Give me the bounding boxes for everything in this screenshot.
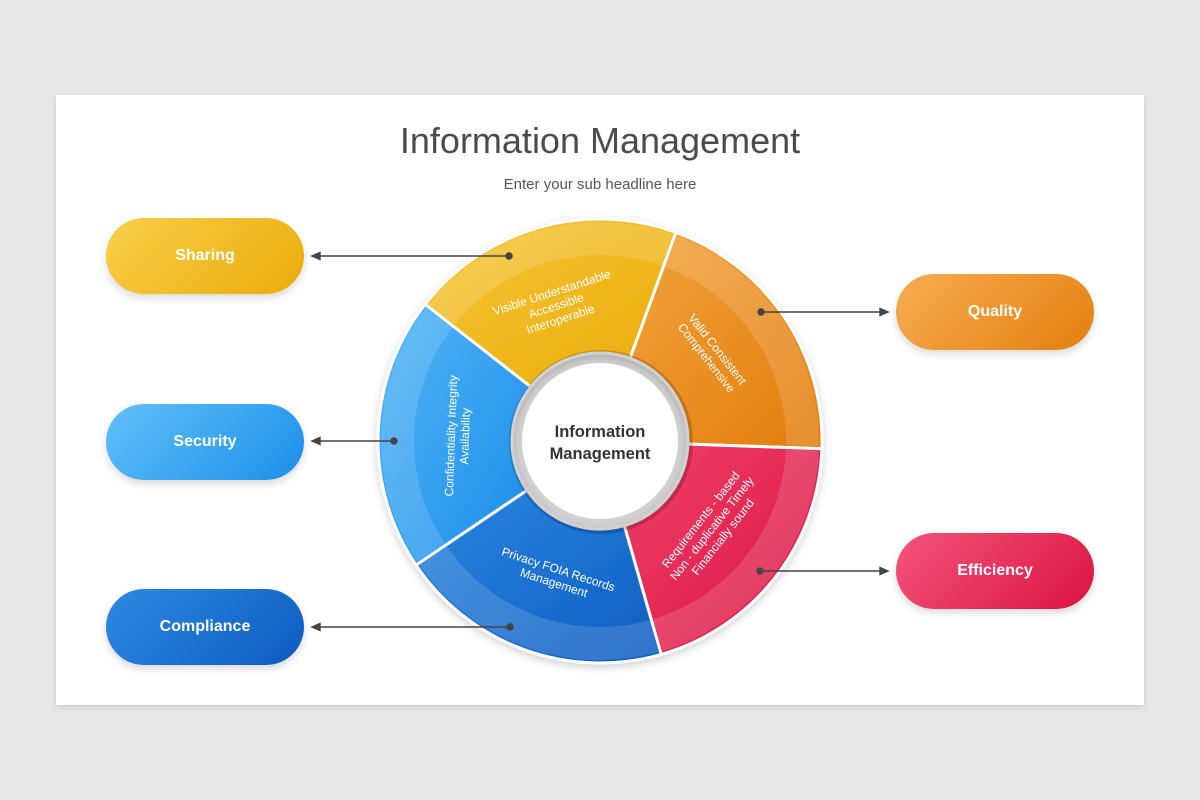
connector-sharing-arrow (310, 251, 321, 261)
sharing-pill[interactable]: Sharing (106, 218, 304, 294)
page-subtitle: Enter your sub headline here (503, 176, 697, 193)
center-circle (522, 363, 678, 519)
connector-quality-arrow (879, 307, 890, 317)
connector-efficiency-dot (756, 567, 764, 575)
segment-red-outer-band (653, 449, 819, 651)
connector-sharing-dot (505, 252, 513, 260)
connector-compliance-arrow (310, 622, 321, 632)
segment-light-blue-line-1: Confidentiality Integrity (442, 375, 460, 497)
segment-orange-outer-band (665, 236, 819, 447)
segment-light-blue-line-2: Availability (457, 408, 473, 465)
connector-quality-dot (757, 308, 765, 316)
connector-compliance-dot (506, 623, 514, 631)
quality-label: Quality (967, 303, 1023, 320)
connector-security-arrow (310, 436, 321, 446)
security-label: Security (173, 433, 237, 450)
security-pill[interactable]: Security (106, 404, 304, 480)
connector-efficiency-arrow (879, 566, 890, 576)
quality-pill[interactable]: Quality (896, 274, 1094, 350)
efficiency-pill[interactable]: Efficiency (896, 533, 1094, 609)
segment-orange (628, 230, 824, 451)
page-title: Information Management (399, 120, 801, 161)
sharing-label: Sharing (175, 247, 235, 264)
segment-red (622, 442, 824, 657)
segment-yellow-outer-band (428, 221, 673, 325)
center-label-line1: Information (555, 423, 646, 441)
efficiency-label: Efficiency (957, 562, 1033, 579)
segment-light-blue-outer-band (380, 308, 453, 562)
compliance-pill[interactable]: Compliance (106, 589, 304, 665)
connector-security-dot (390, 437, 398, 445)
compliance-label: Compliance (159, 618, 251, 635)
center-label-line2: Management (550, 445, 651, 463)
segment-dark-blue-outer-band (419, 546, 659, 660)
